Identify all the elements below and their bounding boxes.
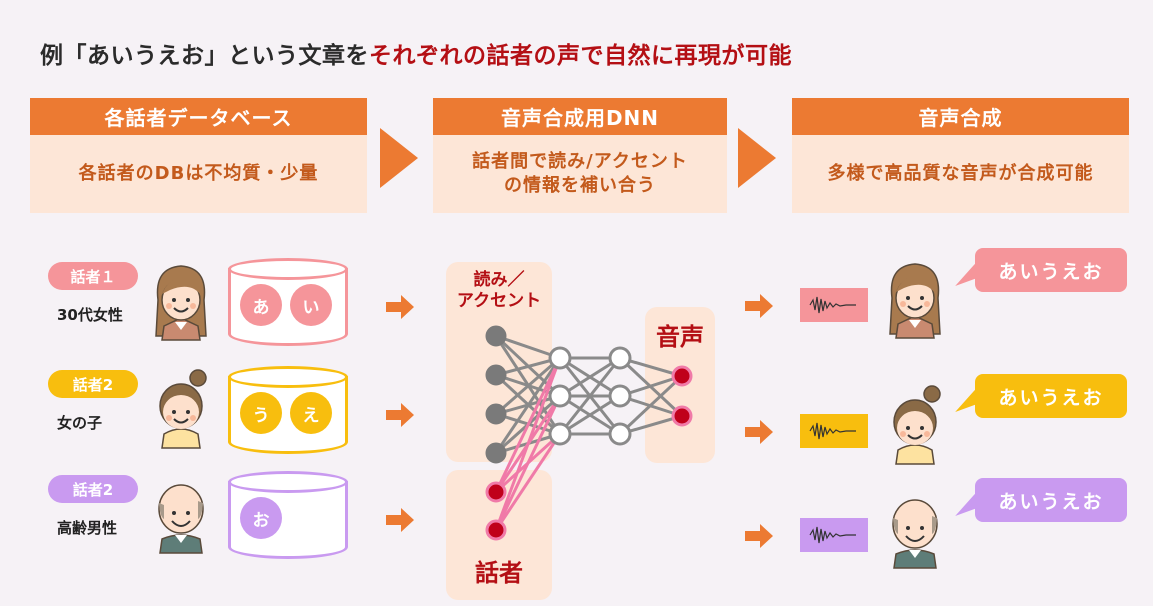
db-char-circle: え — [290, 392, 332, 434]
arrow-right-icon — [745, 420, 773, 444]
nn-speaker-edge — [494, 395, 562, 531]
database-cylinder-top — [228, 471, 348, 493]
stage-speaker-database: 各話者データベース 各話者のDBは不均質・少量 — [30, 98, 367, 213]
nn-hidden-node — [608, 422, 632, 446]
nn-hidden-node — [548, 346, 572, 370]
title-prefix: 例「あいうえお」という文章を — [40, 43, 369, 69]
speaker-label: 30代女性 — [57, 306, 123, 324]
nn-speaker-node — [485, 481, 507, 503]
arrow-right-icon — [386, 403, 414, 427]
db-char-circle: う — [240, 392, 282, 434]
nn-hidden-node — [548, 422, 572, 446]
arrow-right-icon — [745, 524, 773, 548]
elderly-man-avatar-icon — [150, 473, 212, 559]
woman-avatar-icon — [150, 260, 212, 346]
nn-output-node — [671, 405, 693, 427]
nn-output-node — [671, 365, 693, 387]
stage-heading: 各話者データベース — [30, 98, 367, 135]
db-char-circle: お — [240, 497, 282, 539]
database-cylinder-top — [228, 258, 348, 280]
stage-dnn: 音声合成用DNN 話者間で読み/アクセント の情報を補い合う — [433, 98, 727, 213]
speech-bubble: あいうえお — [975, 478, 1127, 522]
speaker-database: あい — [228, 258, 348, 348]
waveform-icon — [800, 414, 868, 448]
nn-hidden-node — [608, 346, 632, 370]
flow-arrow-icon — [380, 128, 418, 188]
speech-bubble: あいうえお — [975, 248, 1127, 292]
speaker-database: うえ — [228, 366, 348, 456]
speech-bubble: あいうえお — [975, 374, 1127, 418]
nn-input-node — [485, 364, 507, 386]
arrow-right-icon — [386, 295, 414, 319]
speaker-badge: 話者2 — [48, 370, 138, 398]
speaker-label: 高齢男性 — [57, 519, 118, 537]
girl-avatar-icon — [884, 384, 946, 470]
arrow-right-icon — [745, 294, 773, 318]
title-highlight: それぞれの話者の声で自然に再現が可能 — [369, 43, 792, 69]
nn-edge — [494, 357, 562, 454]
nn-edge — [618, 374, 684, 436]
waveform-icon — [800, 518, 868, 552]
nn-edge — [558, 357, 622, 435]
stage-description: 各話者のDBは不均質・少量 — [30, 135, 367, 213]
nn-speaker-edge — [494, 357, 562, 493]
woman-avatar-icon — [884, 258, 946, 344]
speaker-badge: 話者2 — [48, 475, 138, 503]
nn-speaker-node — [485, 519, 507, 541]
flow-arrow-icon — [738, 128, 776, 188]
stage-description: 多様で高品質な音声が合成可能 — [792, 135, 1129, 213]
nn-input-node — [485, 325, 507, 347]
stage-heading: 音声合成用DNN — [433, 98, 727, 135]
stage-synthesis: 音声合成 多様で高品質な音声が合成可能 — [792, 98, 1129, 213]
speaker-label: 女の子 — [57, 414, 103, 432]
reading-accent-label: 読み／ アクセント — [456, 270, 542, 312]
nn-edge — [495, 356, 561, 416]
nn-input-node — [485, 442, 507, 464]
nn-speaker-edge — [494, 357, 562, 531]
nn-input-node — [485, 403, 507, 425]
db-char-circle: い — [290, 284, 332, 326]
nn-hidden-node — [608, 384, 632, 408]
voice-output-label: 音声 — [656, 323, 704, 351]
nn-edge — [559, 394, 621, 436]
arrow-right-icon — [386, 508, 414, 532]
stage-description: 話者間で読み/アクセント の情報を補い合う — [433, 135, 727, 213]
speaker-database: お — [228, 471, 348, 561]
elderly-man-avatar-icon — [884, 488, 946, 574]
stage-heading: 音声合成 — [792, 98, 1129, 135]
nn-edge — [559, 356, 621, 398]
page-title: 例「あいうえお」という文章をそれぞれの話者の声で自然に再現が可能 — [40, 36, 792, 70]
speaker-panel-label: 話者 — [475, 559, 523, 587]
db-char-circle: あ — [240, 284, 282, 326]
girl-avatar-icon — [150, 368, 212, 454]
speaker-badge: 話者１ — [48, 262, 138, 290]
nn-speaker-edge — [494, 433, 562, 531]
nn-hidden-node — [548, 384, 572, 408]
waveform-icon — [800, 288, 868, 322]
database-cylinder-top — [228, 366, 348, 388]
